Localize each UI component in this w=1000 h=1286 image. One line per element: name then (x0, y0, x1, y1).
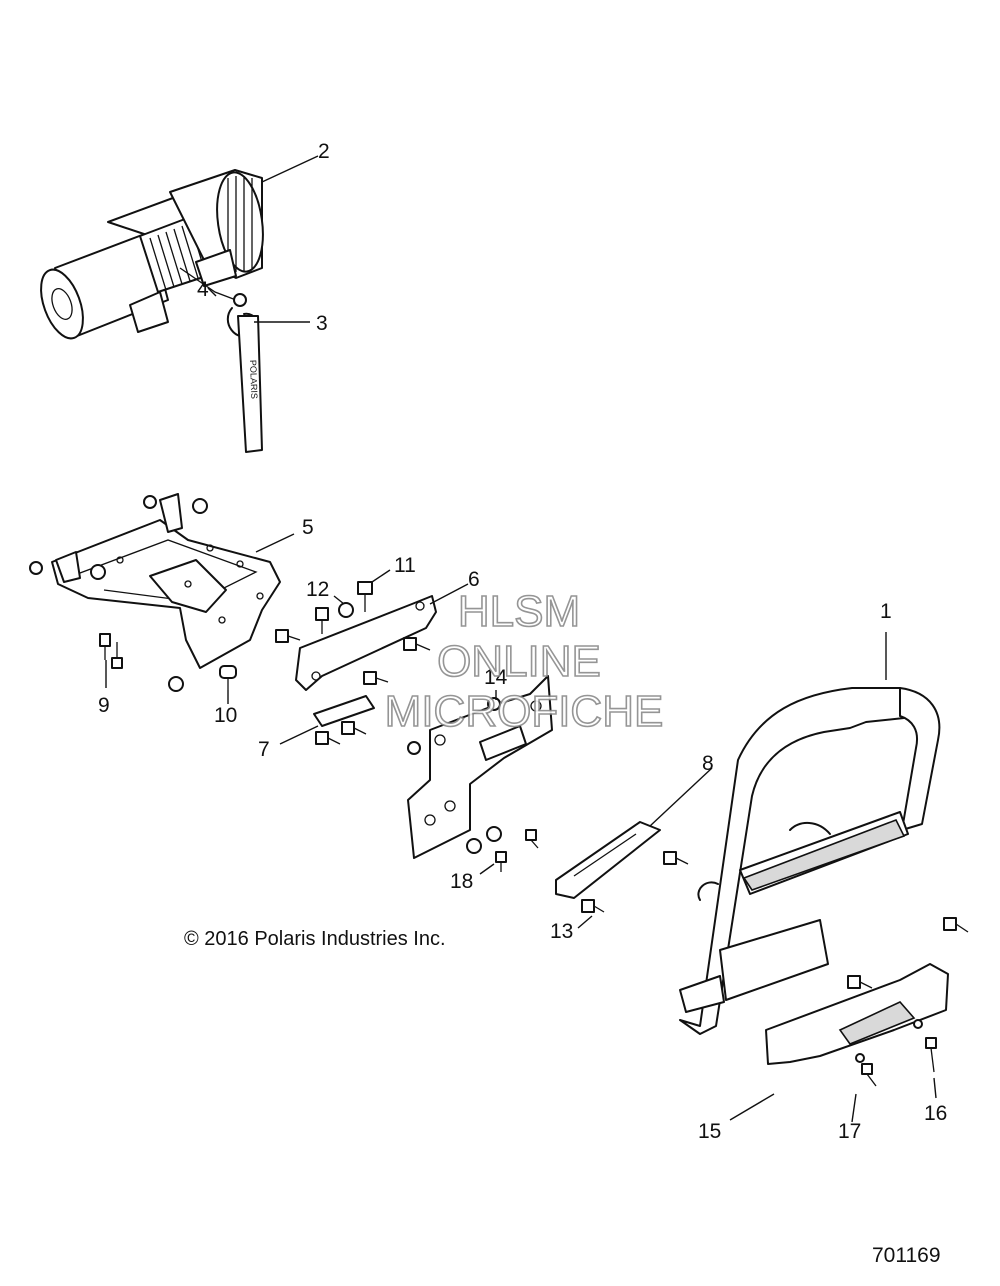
strap-lettering: POLARIS (248, 360, 259, 399)
skid-guard-15 (765, 963, 949, 1065)
callout-12: 12 (306, 578, 329, 601)
callout-15: 15 (698, 1120, 721, 1143)
callout-16: 16 (924, 1102, 947, 1125)
mounting-plate (51, 493, 281, 669)
callout-18: 18 (450, 870, 473, 893)
link-7 (313, 695, 375, 727)
copyright-text: © 2016 Polaris Industries Inc. (184, 928, 446, 950)
callout-10: 10 (214, 704, 237, 727)
callout-8: 8 (702, 752, 714, 775)
callout-9: 9 (98, 694, 110, 717)
watermark-line-2: ONLINE (437, 637, 601, 686)
callout-1: 1 (880, 600, 892, 623)
fairlead-bracket (407, 675, 553, 859)
callout-2: 2 (318, 140, 330, 163)
callouts: 1 2 3 4 5 6 7 8 9 10 11 12 13 14 15 16 1… (98, 140, 947, 1143)
callout-7: 7 (258, 738, 270, 761)
callout-3: 3 (316, 312, 328, 335)
callout-4: 4 (197, 278, 209, 301)
fairlead-8 (555, 821, 661, 899)
callout-17: 17 (838, 1120, 861, 1143)
callout-6: 6 (468, 568, 480, 591)
watermark-line-1: HLSM (458, 587, 580, 636)
callout-13: 13 (550, 920, 573, 943)
watermark: HLSM ONLINE MICROFICHE (384, 586, 664, 737)
fasteners (29, 495, 969, 1087)
callout-5: 5 (302, 516, 314, 539)
callout-11: 11 (394, 554, 416, 577)
winch-assembly: POLARIS (40, 169, 264, 453)
leader-lines (105, 155, 937, 1123)
bumper-1 (679, 687, 941, 1035)
watermark-line-3: MICROFICHE (385, 687, 664, 736)
callout-14: 14 (484, 666, 508, 689)
bracket-6 (295, 595, 437, 691)
figure-number: 701169 (872, 1244, 941, 1267)
